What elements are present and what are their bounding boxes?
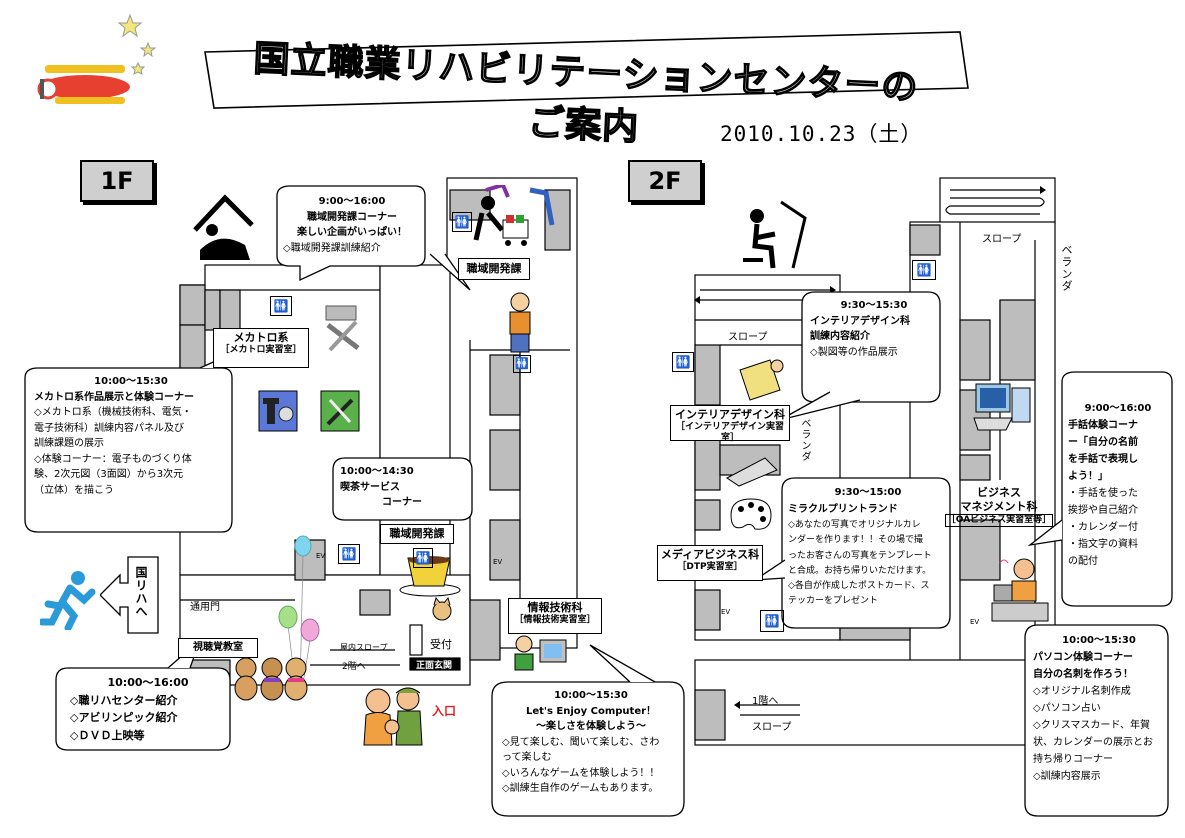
- shopping-cart-icon: [473, 185, 555, 246]
- screwdriver-icon: [320, 390, 360, 432]
- interior-room: ［インテリアデザイン実習室］: [675, 421, 784, 443]
- joho-label: 情報技術科: [527, 601, 583, 614]
- slope-label-middle: スロープ: [728, 332, 768, 343]
- tools-icon: [325, 305, 360, 352]
- interior-label: インテリアデザイン科: [675, 408, 785, 421]
- computer-icon: [973, 383, 1031, 431]
- computer-icon: [514, 635, 567, 671]
- restroom-icon: 🚻: [270, 296, 292, 316]
- indoor-slope-label: 屋内スロープ: [340, 643, 388, 652]
- family-icon: [363, 687, 423, 746]
- airplane-icon: [37, 13, 157, 104]
- restroom-icon: 🚻: [672, 352, 694, 372]
- business-label-2: マネジメント科: [960, 499, 1038, 513]
- media-label: メディアビジネス科: [660, 548, 760, 561]
- floor-1-tag: 1F: [80, 160, 154, 202]
- restroom-icon: 🚻: [452, 212, 472, 232]
- slope-label-upper: スロープ: [982, 234, 1022, 245]
- elevator-label: EV: [493, 558, 503, 566]
- interior-room-label[interactable]: インテリアデザイン科 ［インテリアデザイン実習室］: [670, 405, 790, 443]
- worker-icon: [193, 194, 254, 260]
- restroom-icon: 🚻: [338, 544, 360, 564]
- bubble-miracle: 9:30〜15:00 ミラクルプリントランド ◇あなたの写真でオリジナルカレ ン…: [788, 487, 932, 607]
- mechatro-room-label[interactable]: メカトロ系 ［メカトロ実習室］: [213, 328, 309, 368]
- person-icon: [509, 292, 531, 353]
- person-icon: [991, 558, 1049, 622]
- veranda-label-left: ベランダ: [799, 418, 810, 462]
- teddy-bear-icon: [234, 657, 308, 701]
- mechatro-label: メカトロ系: [233, 331, 289, 344]
- bubble-mechatro: 10:00〜15:30 メカトロ系作品展示と体験コーナー ◇メカトロ系（機械技術…: [34, 376, 194, 496]
- coffee-icon: [399, 556, 461, 597]
- callout-bubbles: [24, 185, 1173, 817]
- to-2f-label: 2階へ: [342, 662, 366, 672]
- bubble-kissa: 10:00〜14:30 喫茶サービス コーナー: [340, 466, 422, 508]
- bubble-pc: 10:00〜15:30 パソコン体験コーナー 自分の名刺を作ろう！ ◇オリジナル…: [1033, 635, 1153, 782]
- main-entrance-label: 正面玄関: [416, 661, 453, 671]
- restroom-icon: 🚻: [760, 610, 784, 632]
- cat-icon: [432, 597, 452, 621]
- drafting-table-icon: [739, 359, 784, 401]
- bubble-interior: 9:30〜15:30 インテリアデザイン科 訓練内容紹介 ◇製図等の作品展示: [810, 300, 910, 358]
- event-date: 2010.10.23（土）: [720, 122, 923, 146]
- bubble-joho: 10:00〜15:30 Let's Enjoy Computer！ 〜楽しさを体…: [502, 690, 660, 794]
- elevator-label: EV: [721, 608, 731, 616]
- kokuriha-sign[interactable]: 国リハへ: [134, 566, 148, 618]
- bolt-tool-icon: [258, 390, 298, 432]
- kaihatsu-label-upper[interactable]: 職域開発課: [458, 258, 530, 280]
- media-room-label[interactable]: メディアビジネス科 ［DTP実習室］: [657, 545, 763, 581]
- service-gate-label: 通用門: [190, 602, 220, 613]
- title-banner: 国立職業リハビリテーションセンターのご案内: [200, 30, 970, 149]
- restroom-icon: 🚻: [912, 260, 936, 280]
- drafting-board-icon: [726, 457, 778, 487]
- floor-2-tag: 2F: [628, 160, 702, 202]
- bubble-shuwa: 9:00〜16:00 手話体験コーナ ー「自分の名前 を手話で表現し よう！」 …: [1068, 403, 1152, 567]
- media-room: ［DTP実習室］: [677, 561, 743, 572]
- palette-icon: [730, 498, 772, 530]
- elevator-label: EV: [316, 552, 326, 560]
- to-1f-label: 1階へ: [752, 696, 779, 707]
- entrance-label: 入口: [432, 704, 457, 718]
- business-room: ［OAビジネス実習室等］: [945, 513, 1053, 527]
- slope-label-lower: スロープ: [752, 722, 792, 733]
- joho-room-label[interactable]: 情報技術科 ［情報技術実習室］: [508, 598, 602, 634]
- bubble-shichokaku: 10:00〜16:00 ◇職リハセンター紹介 ◇アビリンピック紹介 ◇ＤＶＤ上映…: [70, 676, 189, 742]
- restroom-icon: 🚻: [513, 355, 531, 373]
- running-person-icon: [40, 571, 96, 630]
- restroom-icon: 🚻: [413, 548, 433, 568]
- kaihatsu-label-lower[interactable]: 職域開発課: [380, 524, 454, 544]
- shichokaku-label[interactable]: 視聴覚教室: [178, 638, 258, 658]
- veranda-label-right: ベランダ: [1060, 244, 1073, 292]
- business-room-label[interactable]: ビジネス マネジメント科 ［OAビジネス実習室等］: [945, 484, 1053, 534]
- mechatro-room: ［メカトロ実習室］: [220, 344, 302, 355]
- bubble-kaihatsu: 9:00〜16:00 職域開発課コーナー 楽しい企画がいっぱい！ ◇職域開発課訓…: [283, 196, 407, 254]
- reception-label: 受付: [430, 638, 452, 651]
- elevator-label: EV: [970, 618, 980, 626]
- business-label-1: ビジネス: [977, 486, 1021, 499]
- direction-arrow-icon: [100, 556, 159, 634]
- drafting-icon: [743, 200, 807, 269]
- joho-room: ［情報技術実習室］: [514, 614, 596, 625]
